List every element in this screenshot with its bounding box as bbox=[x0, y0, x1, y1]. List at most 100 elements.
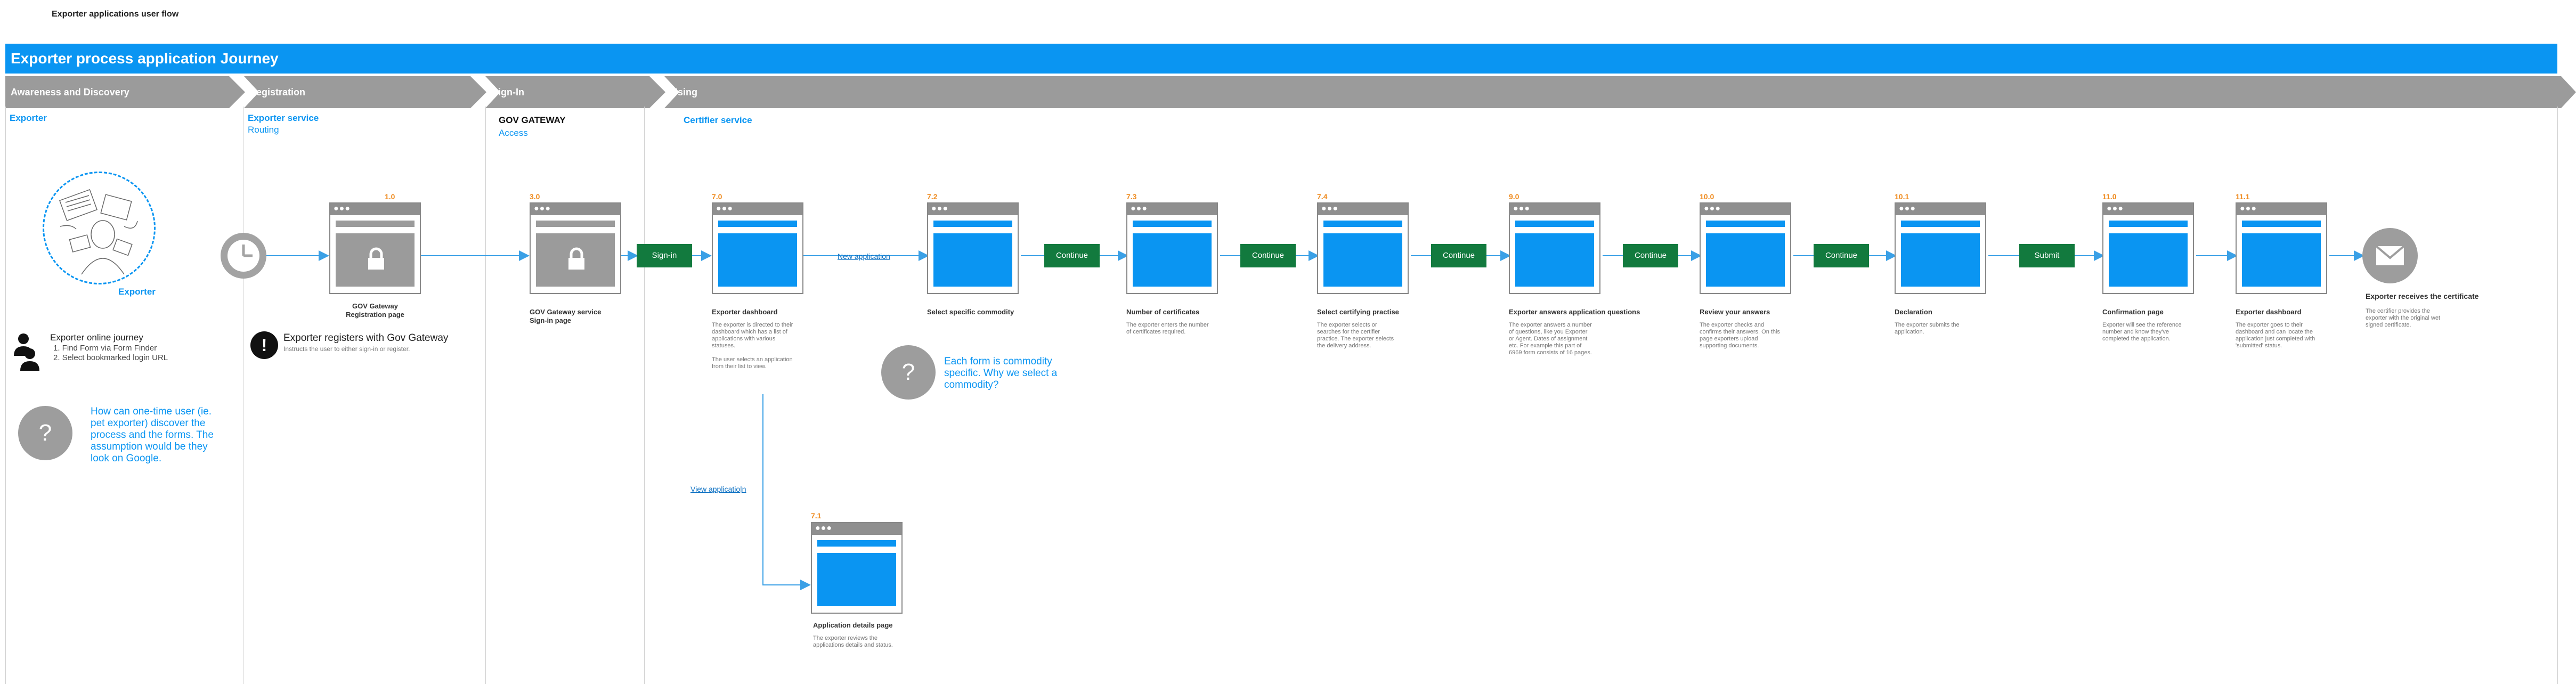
stage-label-signin: Sign-In bbox=[492, 87, 524, 97]
step-number: 7.4 bbox=[1317, 192, 1328, 201]
step-description: from their list to view. bbox=[712, 363, 767, 370]
application-details-wireframe: ●●● bbox=[811, 522, 903, 614]
step-description: number and know they've bbox=[2102, 329, 2169, 335]
step-description: of questions, like you Exporter bbox=[1509, 329, 1588, 335]
page-wireframe: ●●● bbox=[712, 202, 803, 294]
stage-chevron bbox=[485, 76, 665, 108]
lock-icon bbox=[368, 247, 384, 270]
step-description: 6969 form consists of 16 pages. bbox=[1509, 349, 1592, 356]
step-description: application. bbox=[1895, 329, 1924, 335]
lane-separator bbox=[485, 107, 486, 684]
step-description: The exporter answers a number bbox=[1509, 322, 1592, 328]
step-title: Registration page bbox=[346, 311, 404, 319]
step-description: page exporters upload bbox=[1700, 336, 1758, 342]
submit-button[interactable]: Submit bbox=[2019, 244, 2075, 267]
step-number: 7.0 bbox=[712, 192, 722, 201]
continue-button[interactable]: Continue bbox=[1431, 244, 1486, 267]
step-description: Exporter will see the reference bbox=[2102, 322, 2182, 328]
step-number: 7.3 bbox=[1126, 192, 1137, 201]
registration-alert-title: Exporter registers with Gov Gateway bbox=[283, 332, 449, 344]
exclamation-icon: ! bbox=[250, 331, 278, 359]
actor-certifier-service: Certifier service bbox=[684, 115, 752, 125]
commodity-question: Each form is commodity specific. Why we … bbox=[944, 356, 1058, 390]
view-application-link[interactable]: View applicatio|n bbox=[690, 485, 746, 493]
users-icon bbox=[14, 333, 39, 371]
stage-chevron bbox=[244, 76, 486, 108]
step-number: 7.2 bbox=[927, 192, 938, 201]
step-number: 9.0 bbox=[1509, 192, 1519, 201]
step-title: Review your answers bbox=[1700, 308, 1770, 316]
journey-item: 2. Select bookmarked login URL bbox=[53, 353, 168, 362]
step-title: Select certifying practise bbox=[1317, 308, 1399, 316]
awareness-question: How can one-time user (ie. pet exporter)… bbox=[91, 406, 214, 464]
page-wireframe: ●●● bbox=[1126, 202, 1218, 294]
registration-page-wireframe: ●●● bbox=[329, 202, 421, 294]
question-icon: ? bbox=[18, 406, 72, 460]
person-at-desk-icon bbox=[59, 189, 138, 275]
step-description: exporter with the original wet bbox=[2366, 315, 2441, 321]
step-title: Exporter answers application questions bbox=[1509, 308, 1640, 316]
step-title: Number of certificates bbox=[1126, 308, 1200, 316]
step-description: application just completed with bbox=[2236, 336, 2315, 342]
step-number: 7.1 bbox=[811, 511, 822, 520]
exporter-avatar-label: Exporter bbox=[118, 287, 156, 297]
step-description: The exporter checks and bbox=[1700, 322, 1765, 328]
document-title: Exporter applications user flow bbox=[52, 10, 179, 19]
continue-button[interactable]: Continue bbox=[1814, 244, 1869, 267]
step-description: supporting documents. bbox=[1700, 343, 1759, 349]
continue-button[interactable]: Continue bbox=[1240, 244, 1296, 267]
step-description: searches for the certifier bbox=[1317, 329, 1380, 335]
step-description: confirms their answers. On this bbox=[1700, 329, 1780, 335]
new-application-link[interactable]: New application bbox=[838, 252, 890, 260]
stage-signin: Sign-In bbox=[485, 76, 665, 108]
step-description: statuses. bbox=[712, 343, 736, 349]
step-number: 11.0 bbox=[2102, 192, 2117, 201]
step-description: The exporter is directed to their bbox=[712, 322, 793, 328]
clock-icon bbox=[221, 233, 266, 279]
actor-gov-gateway: GOV GATEWAY bbox=[499, 115, 566, 125]
step-description: dashboard and can locate the bbox=[2236, 329, 2313, 335]
step-description: etc. For example this part of bbox=[1509, 343, 1582, 349]
step-description: completed the application. bbox=[2102, 336, 2171, 342]
step-description: The certifier provides the bbox=[2366, 308, 2431, 314]
signin-button[interactable]: Sign-in bbox=[637, 244, 692, 267]
stage-awareness: Awareness and Discovery bbox=[5, 76, 245, 108]
step-number: 3.0 bbox=[530, 192, 540, 201]
step-description: The exporter goes to their bbox=[2236, 322, 2303, 328]
stage-using: Using bbox=[664, 76, 2576, 108]
step-description: the delivery address. bbox=[1317, 343, 1371, 349]
step-description: The exporter submits the bbox=[1895, 322, 1960, 328]
lane-separator bbox=[5, 107, 6, 684]
lane-separator bbox=[644, 107, 645, 684]
page-wireframe: ●●● bbox=[1700, 202, 1791, 294]
stage-label-using: Using bbox=[671, 87, 698, 97]
stage-chevron bbox=[664, 76, 2576, 108]
journey-item: 1. Find Form via Form Finder bbox=[53, 344, 157, 353]
page-wireframe: ●●● bbox=[1317, 202, 1409, 294]
question-icon: ? bbox=[881, 345, 936, 400]
step-description: The exporter selects or bbox=[1317, 322, 1377, 328]
step-description: practice. The exporter selects bbox=[1317, 336, 1394, 342]
continue-button[interactable]: Continue bbox=[1623, 244, 1678, 267]
lock-icon bbox=[568, 247, 584, 270]
stage-label-awareness: Awareness and Discovery bbox=[11, 87, 129, 97]
lane-separator bbox=[2557, 107, 2558, 684]
step-description: or Agent. Dates of assignment bbox=[1509, 336, 1588, 342]
signin-page-wireframe: ●●● bbox=[530, 202, 621, 294]
step-number: 10.0 bbox=[1700, 192, 1714, 201]
step-title: Sign-in page bbox=[530, 316, 571, 324]
stage-registration: Registration bbox=[244, 76, 486, 108]
step-title: GOV Gateway service bbox=[530, 308, 602, 316]
actor-routing: Routing bbox=[248, 125, 279, 135]
step-title: Confirmation page bbox=[2102, 308, 2164, 316]
step-title: Declaration bbox=[1895, 308, 1932, 316]
final-step-title: Exporter receives the certificate bbox=[2366, 292, 2479, 300]
step-number: 10.1 bbox=[1895, 192, 1909, 201]
step-title: Exporter dashboard bbox=[712, 308, 778, 316]
step-title: Exporter dashboard bbox=[2236, 308, 2302, 316]
stage-label-registration: Registration bbox=[249, 87, 306, 97]
step-number: 11.1 bbox=[2236, 192, 2250, 201]
continue-button[interactable]: Continue bbox=[1044, 244, 1100, 267]
page-wireframe: ●●● bbox=[2236, 202, 2327, 294]
step-description: dashboard which has a list of bbox=[712, 329, 787, 335]
